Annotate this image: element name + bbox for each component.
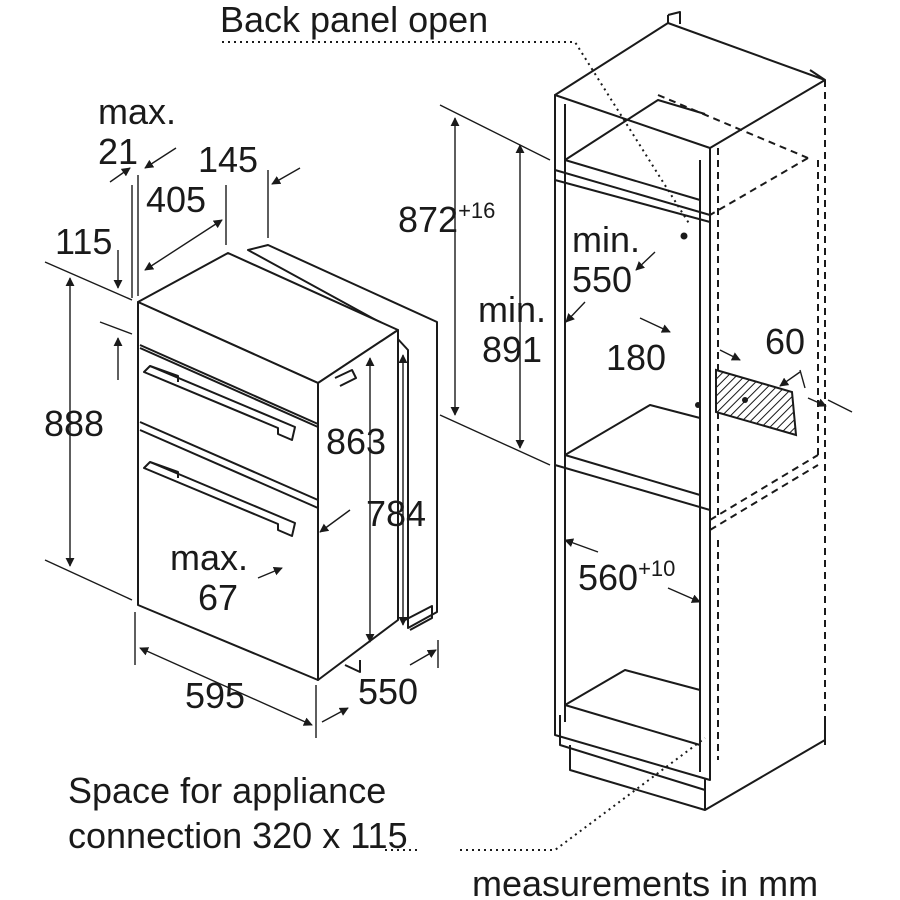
cabinet xyxy=(439,11,853,811)
back-panel-label: Back panel open xyxy=(220,0,488,40)
max21-label-line2: 21 xyxy=(98,131,138,172)
dim-888: 888 xyxy=(44,403,104,444)
units-label: measurements in mm xyxy=(472,863,818,900)
dim-60: 60 xyxy=(765,321,805,362)
max67-label-line2: 67 xyxy=(198,577,238,618)
dim-595: 595 xyxy=(185,675,245,716)
dim-180: 180 xyxy=(606,337,666,378)
dim-550: 550 xyxy=(358,671,418,712)
min891-label-line2: 891 xyxy=(482,329,542,370)
min550-label-line2: 550 xyxy=(572,259,632,300)
space-label-line2: connection 320 x 115 xyxy=(68,815,408,856)
max21-label-line1: max. xyxy=(98,91,176,132)
dim-863: 863 xyxy=(326,421,386,462)
dim-560: 560+10 xyxy=(578,556,675,598)
dim-405: 405 xyxy=(146,179,206,220)
oven xyxy=(44,147,439,738)
min550-label-line1: min. xyxy=(572,219,640,260)
dim-784: 784 xyxy=(366,493,426,534)
dim-872: 872+16 xyxy=(398,198,495,240)
dim-145: 145 xyxy=(198,139,258,180)
max67-label-line1: max. xyxy=(170,537,248,578)
space-label-line1: Space for appliance xyxy=(68,770,386,811)
dim-115: 115 xyxy=(55,221,112,262)
units-leader xyxy=(460,737,706,851)
min891-label-line1: min. xyxy=(478,289,546,330)
